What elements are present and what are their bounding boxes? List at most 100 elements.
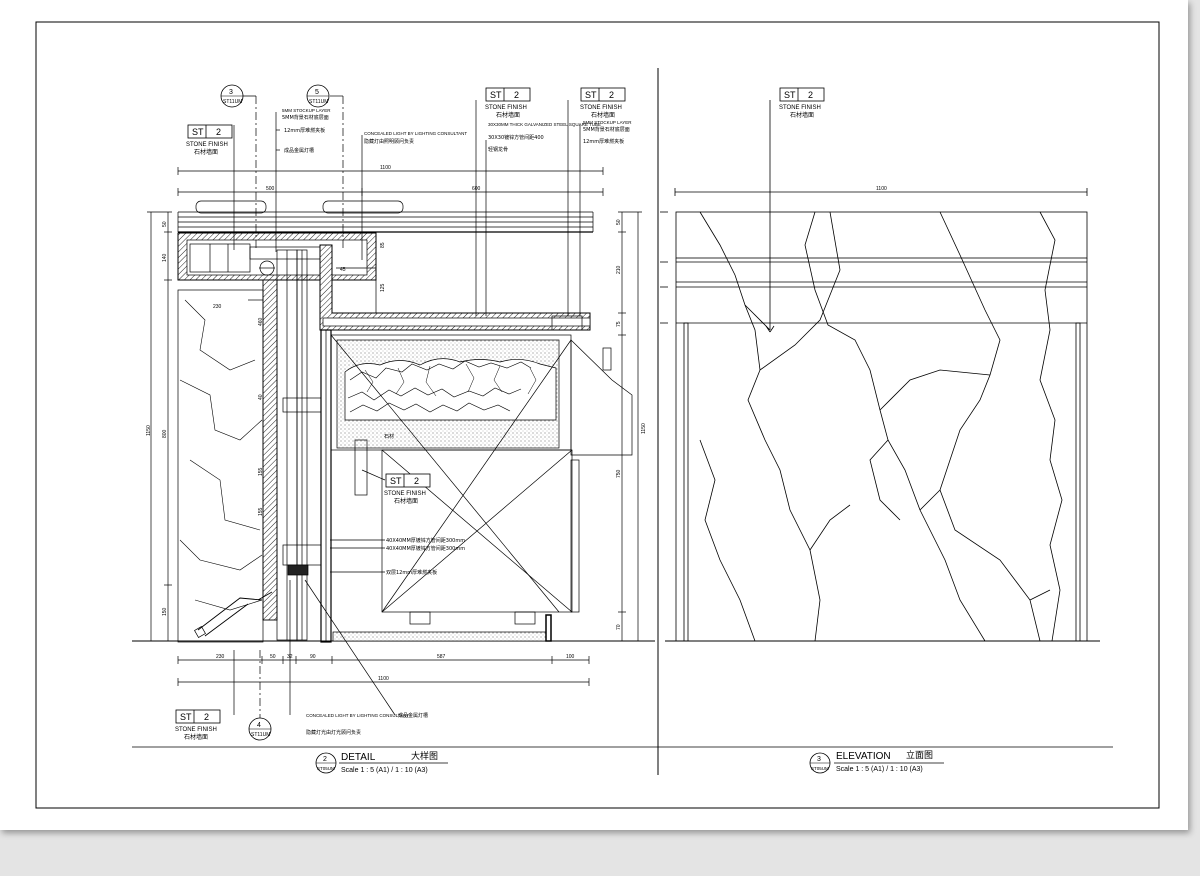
svg-text:125: 125	[380, 283, 386, 292]
svg-text:1100: 1100	[378, 676, 389, 682]
stone-finish-tag-left: ST 2 STONE FINISH 石材墙面	[186, 124, 233, 156]
svg-text:2: 2	[204, 712, 209, 722]
note-metal: 成品金属灯槽	[284, 147, 314, 154]
svg-text:3: 3	[229, 89, 233, 96]
svg-text:140: 140	[162, 253, 168, 262]
svg-text:2: 2	[216, 127, 221, 137]
svg-text:40: 40	[258, 394, 264, 400]
section-marker-3: 3 ST11UM	[220, 84, 244, 108]
svg-text:Scale 1 : 5 (A1) / 1 : 10 (A3): Scale 1 : 5 (A1) / 1 : 10 (A3)	[341, 767, 428, 774]
stone-finish-tag-elevation: ST 2 STONE FINISH 石材墙面	[779, 87, 825, 119]
note-tube1: 40X40MM厚镀锌方管间距300mm	[386, 537, 465, 544]
detail-dimensions: 1100 500 600 230 50 32 90 587 100 1100 2…	[146, 165, 647, 682]
svg-text:800: 800	[162, 429, 168, 438]
svg-text:587: 587	[437, 654, 446, 660]
svg-text:DETAIL: DETAIL	[341, 752, 376, 763]
svg-text:155: 155	[258, 467, 264, 476]
svg-text:600: 600	[472, 186, 481, 192]
svg-text:45: 45	[340, 267, 346, 273]
elevation-dim-top: 1100	[876, 186, 887, 192]
detail-drawing	[132, 95, 655, 718]
svg-text:230: 230	[213, 304, 222, 310]
svg-text:2: 2	[808, 90, 813, 100]
svg-text:STONE FINISH: STONE FINISH	[779, 105, 821, 111]
svg-text:石材墙面: 石材墙面	[591, 111, 615, 119]
note-backup-cn: 5MM背景石材底层面	[282, 114, 329, 121]
section-marker-5: 5 ST11UM	[306, 84, 330, 108]
svg-text:2: 2	[323, 756, 327, 763]
section-marker-4: 4 ST11UM	[248, 717, 272, 741]
elevation-drawing	[660, 100, 1100, 642]
svg-text:ST11UM: ST11UM	[251, 732, 270, 738]
note-light-bottom: CONCEALED LIGHT BY LIGHTING CONSULTANT	[306, 713, 409, 718]
svg-text:石材墙面: 石材墙面	[184, 733, 208, 741]
svg-text:460: 460	[258, 317, 264, 326]
svg-text:50: 50	[616, 219, 622, 225]
svg-text:500: 500	[266, 186, 275, 192]
svg-text:ST: ST	[585, 90, 597, 100]
note-tube2: 40X40MM厚镀锌方管间距300mm	[386, 545, 465, 552]
svg-text:STONE FINISH: STONE FINISH	[580, 105, 622, 111]
svg-text:3: 3	[817, 756, 821, 763]
svg-text:750: 750	[616, 469, 622, 478]
svg-text:STONE FINISH: STONE FINISH	[175, 727, 217, 733]
svg-text:ST11UM: ST11UM	[223, 99, 242, 105]
stone-finish-tag-bottom: ST 2 STONE FINISH 石材墙面	[175, 709, 221, 741]
note-light-top: CONCEALED LIGHT BY LIGHTING CONSULTANT	[364, 131, 467, 136]
note-light-top-cn: 隐藏灯由照明顾问负责	[364, 138, 414, 145]
svg-text:ST: ST	[180, 712, 192, 722]
svg-text:90: 90	[310, 654, 316, 660]
note-gypsum: 轻钢龙骨	[488, 146, 508, 153]
svg-text:150: 150	[162, 607, 168, 616]
svg-text:1150: 1150	[146, 425, 152, 436]
note-steel-cn: 30X30镀锌方管间距400	[488, 134, 544, 141]
svg-text:2: 2	[414, 476, 419, 486]
detail-title-block: 2 ST05UM DETAIL 大样图 Scale 1 : 5 (A1) / 1…	[315, 750, 448, 774]
svg-text:155: 155	[258, 507, 264, 516]
elevation-title-block: 3 ST05UM ELEVATION 立面图 Scale 1 : 5 (A1) …	[809, 749, 944, 774]
svg-text:石材墙面: 石材墙面	[194, 148, 218, 156]
svg-text:大样图: 大样图	[411, 750, 438, 762]
note-steel: 30X30MM THICK GALVANIZED STEEL SQUARE TU…	[488, 122, 601, 127]
svg-text:STONE FINISH: STONE FINISH	[485, 105, 527, 111]
note-board: 12mm厚难燃夹板	[284, 127, 325, 134]
svg-text:32: 32	[287, 654, 293, 660]
stone-finish-tag-mid: ST 2 STONE FINISH 石材墙面	[384, 473, 431, 505]
note-mid-cn: 石材	[384, 433, 394, 440]
svg-text:STONE FINISH: STONE FINISH	[186, 142, 228, 148]
svg-text:Scale 1 : 5 (A1) / 1 : 10 (A3): Scale 1 : 5 (A1) / 1 : 10 (A3)	[836, 766, 923, 773]
svg-text:50: 50	[162, 221, 168, 227]
note-light-bottom-cn: 隐藏灯光由灯光顾问负责	[306, 729, 361, 736]
svg-text:STONE FINISH: STONE FINISH	[384, 491, 426, 497]
stone-finish-tag-top1: ST 2 STONE FINISH 石材墙面	[485, 87, 531, 119]
note-backup2: 5MM STOCKUP LAYER	[583, 120, 632, 125]
svg-text:2: 2	[609, 90, 614, 100]
svg-text:75: 75	[616, 321, 622, 327]
stone-finish-tag-top2: ST 2 STONE FINISH 石材墙面	[580, 87, 626, 119]
sheet-border	[35, 21, 1160, 809]
svg-text:立面图: 立面图	[906, 749, 933, 761]
svg-text:石材墙面: 石材墙面	[394, 497, 418, 505]
svg-text:ST: ST	[784, 90, 796, 100]
svg-text:ST05UM: ST05UM	[317, 766, 335, 771]
note-board3: 双层12mm厚难燃夹板	[386, 569, 437, 576]
svg-text:1150: 1150	[641, 423, 647, 434]
svg-text:石材墙面: 石材墙面	[496, 111, 520, 119]
svg-text:50: 50	[270, 654, 276, 660]
svg-text:70: 70	[616, 624, 622, 630]
svg-text:230: 230	[216, 654, 225, 660]
svg-text:210: 210	[616, 265, 622, 274]
svg-text:石材墙面: 石材墙面	[790, 111, 814, 119]
svg-text:2: 2	[514, 90, 519, 100]
svg-text:ST: ST	[390, 476, 402, 486]
svg-text:100: 100	[566, 654, 575, 660]
svg-text:4: 4	[257, 722, 261, 729]
svg-text:5: 5	[315, 89, 319, 96]
note-backup: 5MM STOCKUP LAYER	[282, 108, 331, 113]
note-backup2-cn: 5MM背景石材底层面	[583, 126, 630, 133]
svg-text:85: 85	[380, 242, 386, 248]
svg-text:ST: ST	[192, 127, 204, 137]
note-board2: 12mm厚难燃夹板	[583, 138, 624, 145]
svg-text:ST: ST	[490, 90, 502, 100]
